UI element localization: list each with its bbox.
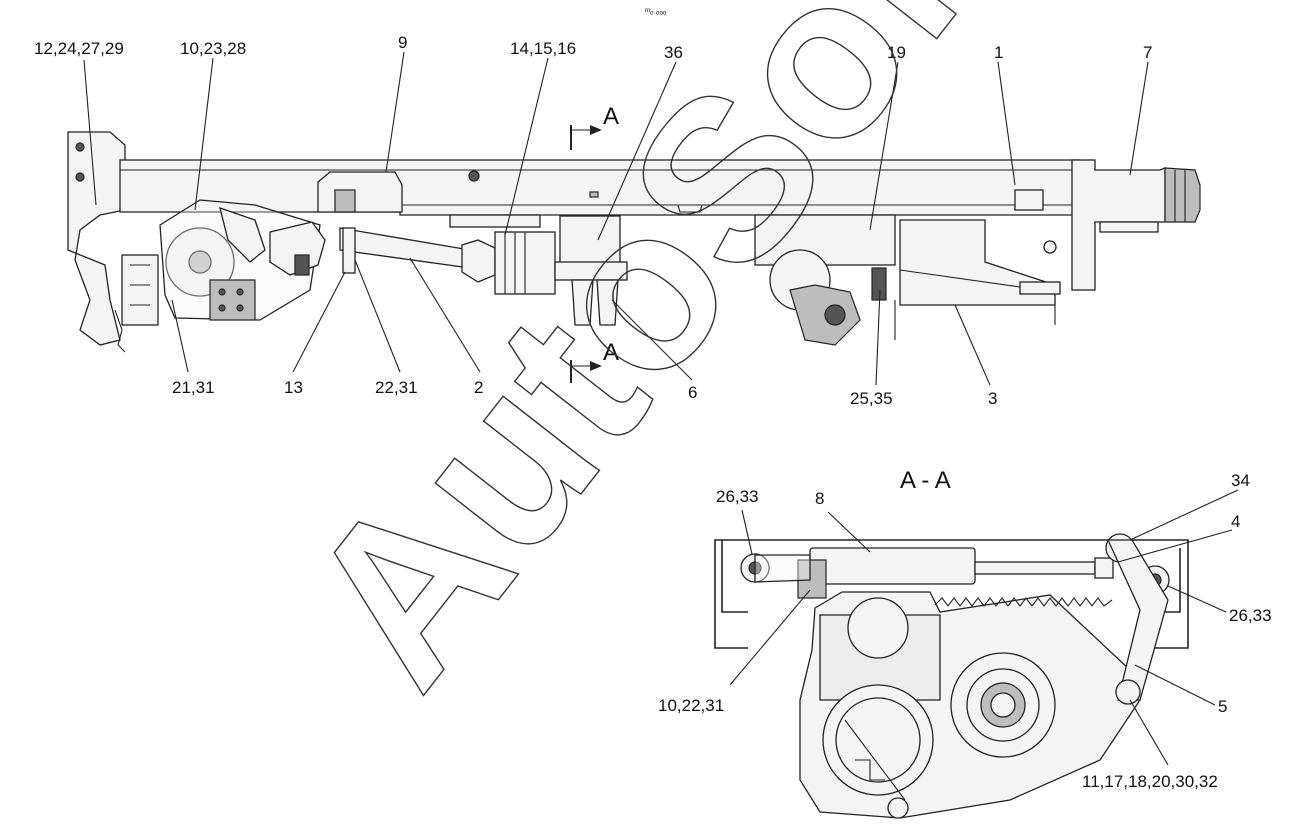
side-view-assembly: A A	[67, 51, 1201, 386]
callout-7: 7	[1143, 43, 1152, 62]
callout-4: 4	[1231, 512, 1240, 531]
frame-left-bracket	[714, 539, 748, 649]
callout-34: 34	[1231, 471, 1250, 490]
callout-26-33-left: 26,33	[716, 487, 759, 506]
coupling	[449, 214, 556, 295]
callout-12-24-27-29: 12,24,27,29	[34, 39, 124, 58]
callout-5: 5	[1218, 697, 1227, 716]
callout-26-33-right: 26,33	[1229, 606, 1272, 625]
svg-text:A: A	[603, 103, 619, 130]
callout-36: 36	[664, 43, 683, 62]
cylinder-3	[894, 219, 1061, 340]
section-marker-bottom: A	[570, 339, 619, 383]
callout-3: 3	[988, 389, 997, 408]
leader-lines-top	[83, 51, 1149, 386]
svg-text:A: A	[603, 339, 619, 366]
callout-labels: 12,24,27,29 10,23,28 9 14,15,16 36 19 1 …	[34, 33, 1272, 791]
callout-6: 6	[688, 383, 697, 402]
lever-arm	[1106, 539, 1169, 701]
callout-8: 8	[815, 489, 824, 508]
callout-10-23-28: 10,23,28	[180, 39, 246, 58]
callout-13: 13	[284, 378, 303, 397]
section-aa-view: A - A	[714, 467, 1239, 819]
beam-clamp	[317, 171, 403, 213]
drive-shaft	[339, 227, 471, 269]
section-title: A - A	[900, 467, 951, 494]
cylinder-8	[797, 547, 1114, 599]
callout-21-31: 21,31	[172, 378, 215, 397]
callout-19: 19	[887, 43, 906, 62]
callout-22-31: 22,31	[375, 378, 418, 397]
callout-1: 1	[994, 43, 1003, 62]
callout-25-35: 25,35	[850, 389, 893, 408]
vertical-unit	[554, 215, 628, 326]
callout-9: 9	[398, 33, 407, 52]
header-mark: ᵐₒ ₒₒₒ	[645, 6, 667, 16]
rear-cushion	[1164, 167, 1201, 223]
spring	[934, 597, 1113, 607]
section-marker-top: A	[570, 103, 619, 150]
callout-14-15-16: 14,15,16	[510, 39, 576, 58]
leader-lines-section	[729, 489, 1239, 766]
gearbox-left	[114, 199, 326, 353]
callout-2: 2	[474, 378, 483, 397]
callout-11-17-18-20-30-32: 11,17,18,20,30,32	[1082, 772, 1218, 791]
callout-10-22-31: 10,22,31	[658, 696, 724, 715]
